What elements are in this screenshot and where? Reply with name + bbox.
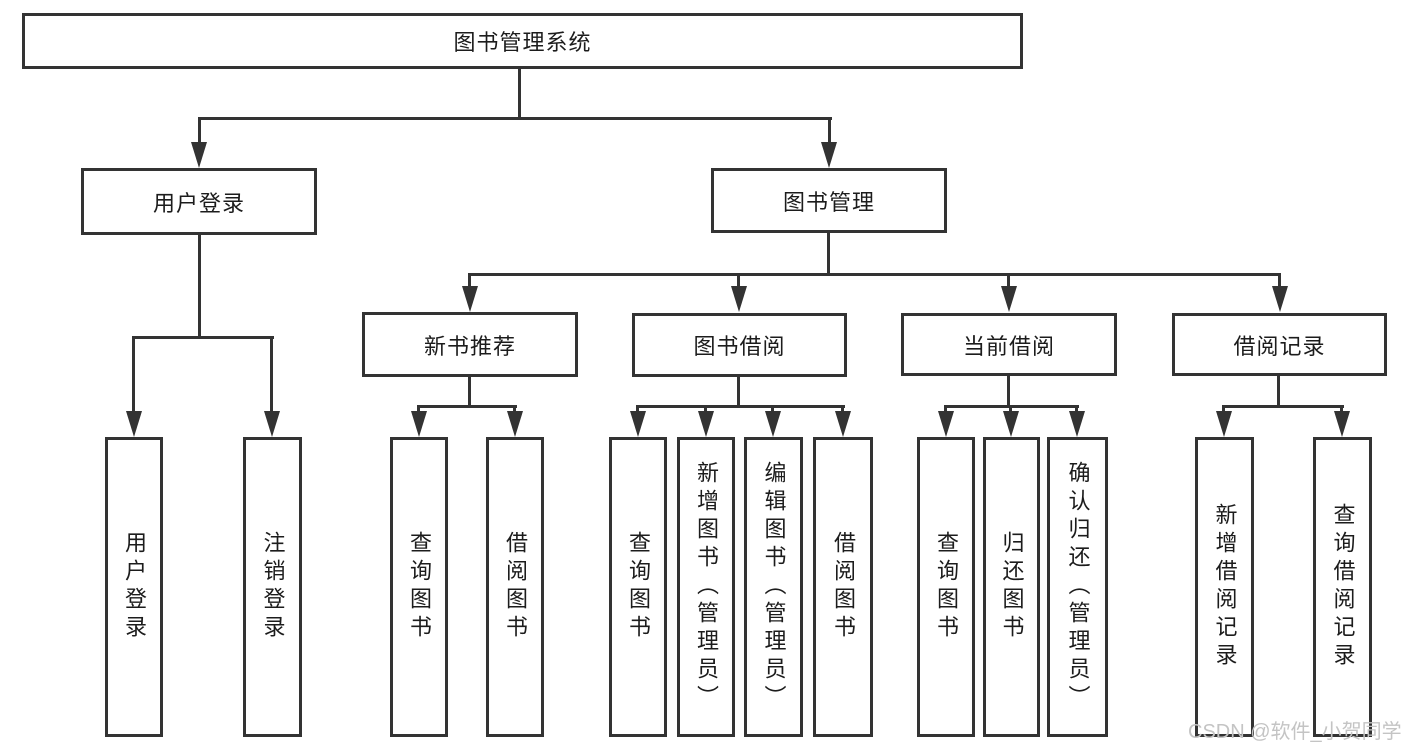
watermark: CSDN @软件_小贺同学: [1188, 721, 1402, 743]
connector-arm: [1009, 405, 1012, 414]
connector-arm: [513, 405, 516, 414]
leaf-borrow-books-recommend: 借阅图书: [486, 437, 544, 737]
node-current-borrowing: 当前借阅: [901, 313, 1117, 376]
connector-borrowing-records-drop: [1277, 376, 1280, 408]
connector-arm: [944, 405, 947, 414]
leaf-return-books: 归还图书: [983, 437, 1040, 737]
connector-arm: [1340, 405, 1343, 414]
connector-root-drop: [518, 69, 521, 117]
arrowhead-down-icon: [507, 411, 523, 437]
connector-arm: [636, 405, 639, 414]
connector-arm-leaf-logout: [270, 336, 273, 414]
connector-book-borrowing-drop: [737, 377, 740, 408]
connector-borrowing-records-horizontal: [1222, 405, 1344, 408]
arrowhead-down-icon: [1001, 286, 1017, 312]
leaf-add-borrow-record: 新增借阅记录: [1195, 437, 1254, 737]
arrowhead-down-icon: [938, 411, 954, 437]
arrowhead-down-icon: [191, 142, 207, 168]
connector-book-borrowing-horizontal: [636, 405, 845, 408]
leaf-query-books-recommend: 查询图书: [390, 437, 448, 737]
arrowhead-down-icon: [264, 411, 280, 437]
connector-arm: [841, 405, 844, 414]
leaf-borrow-books: 借阅图书: [813, 437, 873, 737]
connector-arm-new-book: [468, 273, 471, 290]
connector-arm: [704, 405, 707, 414]
connector-arm-current-borrowing: [1007, 273, 1010, 290]
node-user-login: 用户登录: [81, 168, 317, 235]
connector-arm-book-management: [828, 117, 831, 145]
node-book-borrowing: 图书借阅: [632, 313, 847, 377]
arrowhead-down-icon: [1216, 411, 1232, 437]
connector-new-book-horizontal: [417, 405, 517, 408]
arrowhead-down-icon: [1334, 411, 1350, 437]
leaf-add-books-admin: 新增图书（管理员）: [677, 437, 735, 737]
arrowhead-down-icon: [1272, 286, 1288, 312]
leaf-logout: 注销登录: [243, 437, 302, 737]
node-borrowing-records: 借阅记录: [1172, 313, 1387, 376]
node-new-book-recommendation: 新书推荐: [362, 312, 578, 377]
connector-arm: [1075, 405, 1078, 414]
connector-arm: [771, 405, 774, 414]
arrowhead-down-icon: [835, 411, 851, 437]
arrowhead-down-icon: [698, 411, 714, 437]
connector-arm-borrowing-records: [1278, 273, 1281, 290]
arrowhead-down-icon: [462, 286, 478, 312]
connector-new-book-drop: [468, 377, 471, 408]
connector-book-management-drop: [827, 233, 830, 276]
arrowhead-down-icon: [1003, 411, 1019, 437]
connector-user-login-horizontal: [132, 336, 274, 339]
connector-arm-user-login: [198, 117, 201, 145]
arrowhead-down-icon: [630, 411, 646, 437]
connector-root-horizontal: [198, 117, 832, 120]
leaf-query-borrow-record: 查询借阅记录: [1313, 437, 1372, 737]
arrowhead-down-icon: [765, 411, 781, 437]
connector-arm: [1222, 405, 1225, 414]
arrowhead-down-icon: [126, 411, 142, 437]
arrowhead-down-icon: [821, 142, 837, 168]
connector-user-login-drop: [198, 235, 201, 338]
connector-book-management-horizontal: [468, 273, 1280, 276]
arrowhead-down-icon: [731, 286, 747, 312]
leaf-user-login: 用户登录: [105, 437, 163, 737]
node-book-management: 图书管理: [711, 168, 947, 233]
arrowhead-down-icon: [1069, 411, 1085, 437]
node-root: 图书管理系统: [22, 13, 1023, 69]
leaf-query-books-current: 查询图书: [917, 437, 975, 737]
connector-arm-leaf-user-login: [132, 336, 135, 414]
leaf-query-books-borrowing: 查询图书: [609, 437, 667, 737]
arrowhead-down-icon: [411, 411, 427, 437]
connector-current-borrowing-drop: [1007, 376, 1010, 408]
leaf-confirm-return-admin: 确认归还（管理员）: [1047, 437, 1108, 737]
connector-arm-book-borrowing: [737, 273, 740, 290]
connector-arm: [417, 405, 420, 414]
leaf-edit-books-admin: 编辑图书（管理员）: [744, 437, 803, 737]
